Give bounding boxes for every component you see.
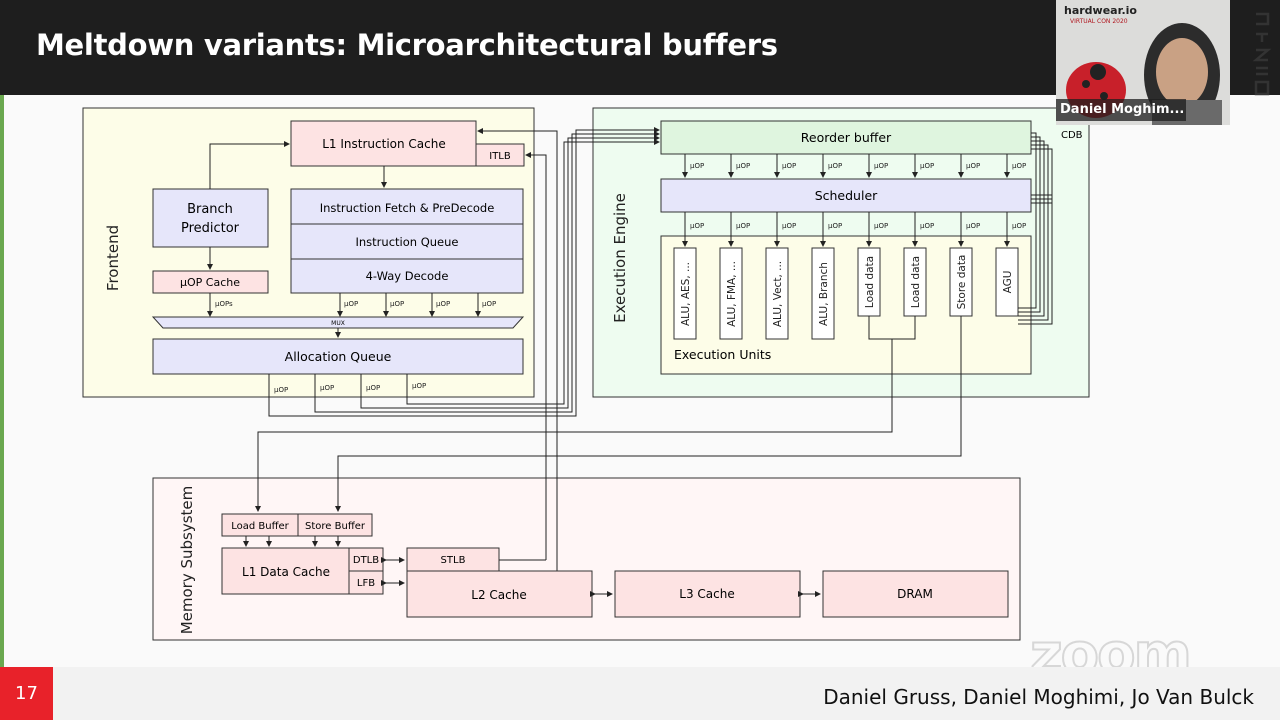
four-way-decode [290,258,524,294]
allocation-queue-label: Allocation Queue [285,349,392,364]
uop-label-r4: μOP [828,162,842,170]
conference-label: VIRTUAL CON 2020 [1070,18,1128,25]
exec-unit-alu-aes [673,247,697,340]
l3-cache-label: L3 Cache [679,587,734,601]
uops-label: μOPs [215,300,233,308]
uop-label-r8: μOP [1012,162,1026,170]
uop-label-s2: μOP [736,222,750,230]
l1-data-cache-label: L1 Data Cache [242,565,330,579]
brand-logo: hardwear.io [1064,4,1137,17]
uop-label-s8: μOP [1012,222,1026,230]
uop-label-a1: μOP [274,386,288,394]
uop-label-r6: μOP [920,162,934,170]
scheduler-label: Scheduler [815,188,878,203]
exec-unit-label-5: Load data [864,256,876,308]
stlb-label: STLB [441,555,466,566]
uop-label-s1: μOP [690,222,704,230]
l3-cache [614,570,801,618]
uop-label-s4: μOP [828,222,842,230]
uop-label-a4: μOP [412,382,426,390]
instruction-queue [290,223,524,260]
uop-label-s7: μOP [966,222,980,230]
uop-label-r3: μOP [782,162,796,170]
memory-subsystem-label: Memory Subsystem [178,486,196,635]
uop-label-d4: μOP [482,300,496,308]
dram-label: DRAM [897,587,933,601]
store-buffer [297,513,373,537]
exec-unit-label-4: ALU, Branch [818,262,830,326]
exec-unit-label-2: ALU, FMA, ... [726,261,738,327]
slide-border [0,95,4,720]
l1-instruction-cache-label: L1 Instruction Cache [322,137,446,151]
l2-cache [406,570,593,618]
itlb-box [475,143,525,167]
execution-units-label: Execution Units [674,347,771,362]
exec-unit-alu-branch [811,247,835,340]
dtlb-label: DTLB [353,555,379,566]
uop-label-d3: μOP [436,300,450,308]
exec-unit-label-1: ALU, AES, ... [680,262,692,326]
instruction-queue-label: Instruction Queue [356,235,459,249]
exec-unit-label-7: Store data [956,255,968,310]
uop-label-r1: μOP [690,162,704,170]
speaker-video[interactable]: hardwear.io VIRTUAL CON 2020 Daniel Mogh… [1056,0,1230,125]
exec-unit-alu-vect [765,247,789,340]
uop-label-a3: μOP [366,384,380,392]
reorder-buffer [660,120,1032,155]
lfb-label: LFB [357,578,375,589]
side-logo-icon [1252,12,1272,96]
exec-unit-label-8: AGU [1002,271,1014,294]
scheduler [660,178,1032,213]
frontend-label: Frontend [104,225,122,291]
l2-cache-label: L2 Cache [471,588,526,602]
allocation-queue [152,338,524,375]
uop-label-s5: μOP [874,222,888,230]
uop-label-s3: μOP [782,222,796,230]
uop-cache-label: μOP Cache [180,276,240,289]
itlb-label: ITLB [489,151,511,162]
uop-label-s6: μOP [920,222,934,230]
mux-label: MUX [331,320,345,327]
instruction-fetch-label: Instruction Fetch & PreDecode [320,201,495,215]
instruction-fetch [290,188,524,225]
execution-engine-label: Execution Engine [611,193,629,323]
load-buffer-label: Load Buffer [231,521,289,532]
participant-name: Daniel Moghim... [1056,99,1186,121]
reorder-buffer-label: Reorder buffer [801,130,892,145]
cdb-label: CDB [1061,130,1083,141]
exec-unit-agu [995,247,1019,317]
page-number: 17 [0,667,53,720]
l1-instruction-cache [290,120,477,167]
exec-unit-label-6: Load data [910,256,922,308]
uop-label-d1: μOP [344,300,358,308]
uop-label-r2: μOP [736,162,750,170]
l1-data-cache [221,547,350,595]
slide-title: Meltdown variants: Microarchitectural bu… [36,28,778,62]
authors: Daniel Gruss, Daniel Moghimi, Jo Van Bul… [823,685,1254,709]
exec-unit-label-3: ALU, Vect, ... [772,261,784,327]
branch-predictor-label-1: Branch [187,202,233,217]
four-way-decode-label: 4-Way Decode [366,269,449,283]
branch-predictor [152,188,269,248]
store-buffer-label: Store Buffer [305,521,366,532]
uop-label-r7: μOP [966,162,980,170]
dram [822,570,1009,618]
uop-label-d2: μOP [390,300,404,308]
exec-unit-alu-fma [719,247,743,340]
slide-footer [0,667,1280,720]
branch-predictor-label-2: Predictor [181,221,240,236]
mux [151,316,525,329]
uop-label-a2: μOP [320,384,334,392]
uop-label-r5: μOP [874,162,888,170]
